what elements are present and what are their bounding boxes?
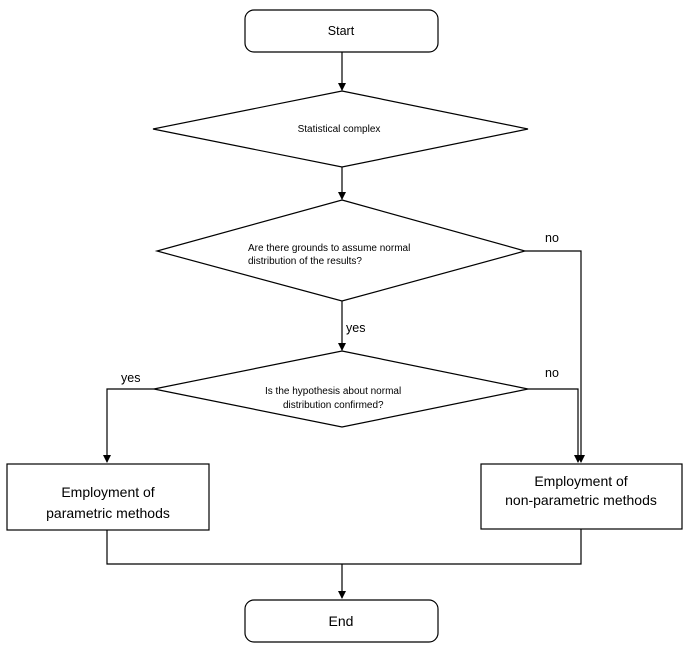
edge-parametric-merge — [106, 529, 582, 565]
nonparametric-methods-line1: Employment of — [534, 473, 627, 489]
parametric-methods-line1: Employment of — [61, 484, 154, 500]
confirmed-question-line1: Is the hypothesis about normal — [265, 386, 401, 397]
confirmed-question-node — [153, 350, 529, 428]
parametric-methods-line2: parametric methods — [46, 505, 170, 521]
grounds-yes-label: yes — [346, 321, 365, 335]
nonparametric-methods-line2: non-parametric methods — [505, 492, 657, 508]
start-label: Start — [328, 24, 355, 38]
confirmed-no-label: no — [545, 366, 559, 380]
edge-grounds-no — [525, 250, 585, 463]
edge-confirmed-yes — [103, 388, 154, 463]
confirmed-question-line2: distribution confirmed? — [283, 400, 384, 411]
grounds-no-label: no — [545, 231, 559, 245]
confirmed-yes-label: yes — [121, 371, 140, 385]
end-label: End — [329, 613, 354, 629]
statistical-complex-label: Statistical complex — [298, 124, 381, 135]
grounds-question-line1: Are there grounds to assume normal — [248, 243, 410, 254]
parametric-methods-node — [6, 463, 210, 531]
nonparametric-methods-node — [480, 463, 683, 530]
edge-confirmed-no — [528, 388, 582, 463]
end-node — [244, 599, 439, 643]
grounds-question-line2: distribution of the results? — [248, 256, 362, 267]
